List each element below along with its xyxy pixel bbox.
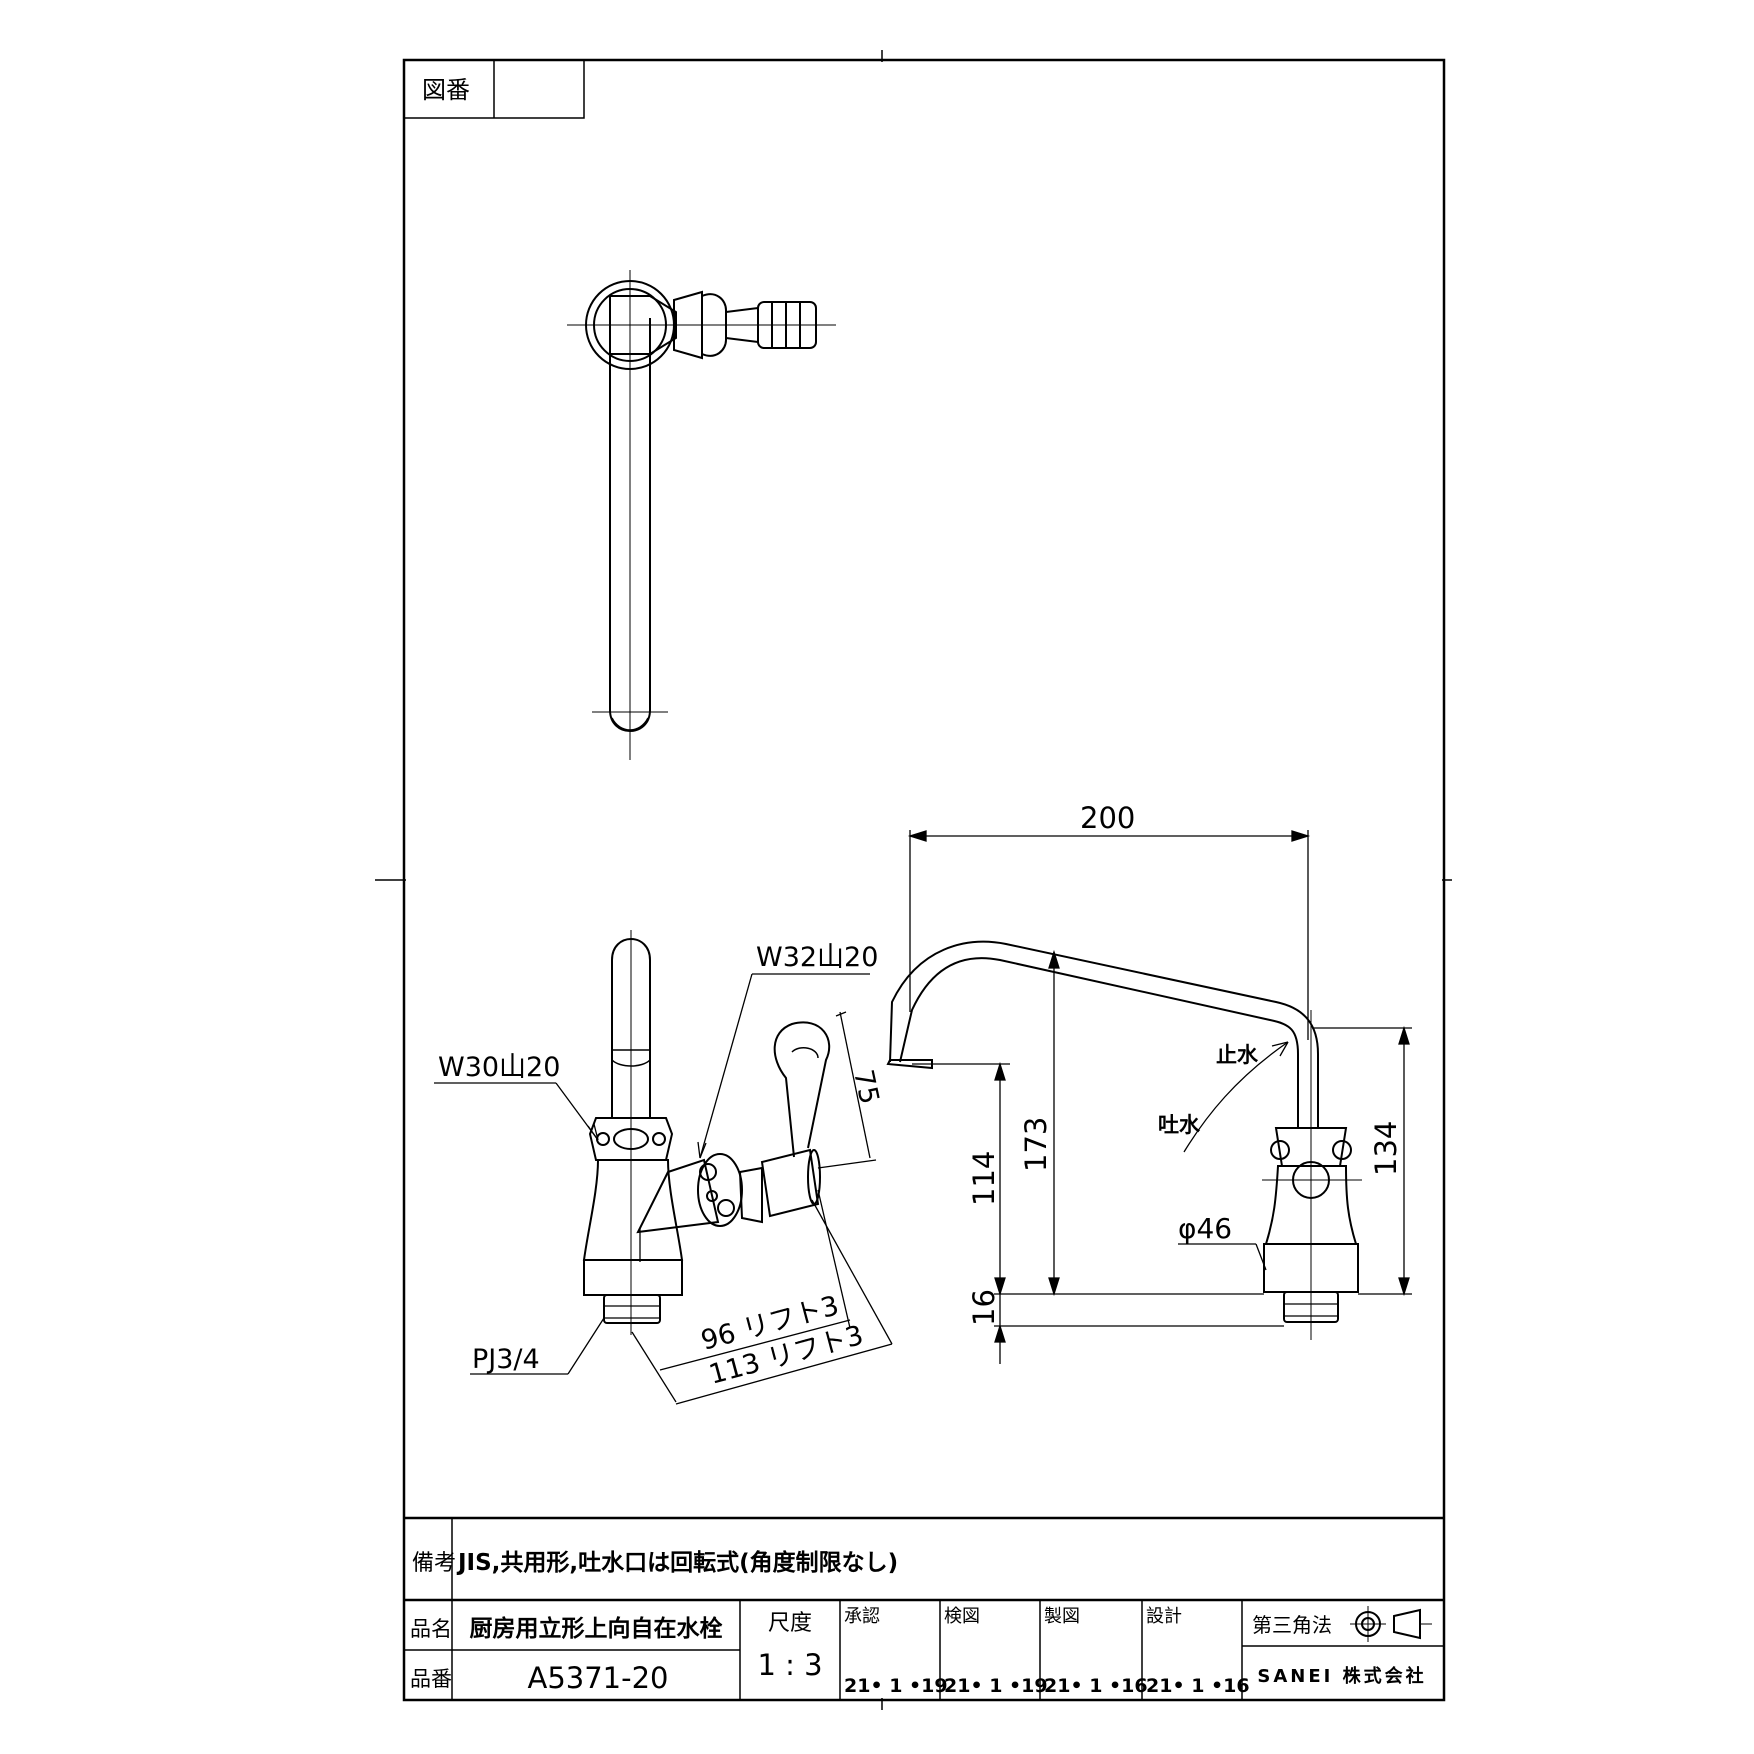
stop-label: 止水	[1216, 1043, 1259, 1067]
height-114-dimension: 114	[967, 1151, 1001, 1206]
height-173-dimension: 173	[1019, 1117, 1053, 1172]
approval-date-3: 21• 1 •16	[1146, 1675, 1250, 1697]
spout-reach-dimension: 200	[1080, 801, 1135, 835]
plan-view	[567, 270, 836, 760]
front-view	[886, 940, 1362, 1340]
side-view-dimensions	[434, 973, 893, 1405]
base-16-dimension: 16	[967, 1289, 1001, 1326]
pipe-thread-label: PJ3/4	[472, 1344, 540, 1375]
approval-label-1: 検図	[944, 1606, 980, 1627]
product-name-label: 品名	[410, 1617, 452, 1641]
side-view	[582, 930, 831, 1335]
product-number-label: 品番	[410, 1667, 452, 1691]
handle-thread-label: W32山20	[756, 942, 878, 973]
projection-label: 第三角法	[1252, 1613, 1332, 1637]
product-number: A5371-20	[527, 1661, 668, 1695]
remarks-text: JIS,共用形,吐水口は回転式(角度制限なし)	[456, 1549, 898, 1576]
scale-label: 尺度	[768, 1611, 812, 1636]
approval-date-2: 21• 1 •16	[1044, 1675, 1148, 1697]
discharge-label: 吐水	[1158, 1113, 1201, 1137]
drawing-frame	[375, 50, 1452, 1710]
drawing-number-label: 図番	[422, 76, 470, 104]
approval-date-0: 21• 1 •19	[844, 1675, 948, 1697]
height-134-dimension: 134	[1369, 1121, 1403, 1176]
third-angle-projection-icon	[1350, 1606, 1432, 1642]
title-block	[404, 1516, 1444, 1700]
approval-label-3: 設計	[1146, 1606, 1182, 1627]
handle-height-dimension: 75	[847, 1067, 884, 1107]
product-name: 厨房用立形上向自在水栓	[470, 1615, 723, 1642]
scale-value: 1 : 3	[757, 1648, 822, 1682]
approval-label-0: 承認	[844, 1606, 880, 1627]
front-view-dimensions	[907, 830, 1412, 1364]
remarks-label: 備考	[412, 1551, 456, 1576]
spout-thread-label: W30山20	[438, 1052, 560, 1083]
drawing-number-box: 図番	[403, 59, 585, 119]
diameter-label: φ46	[1178, 1212, 1232, 1245]
approval-label-2: 製図	[1044, 1606, 1080, 1627]
approval-date-1: 21• 1 •19	[944, 1675, 1048, 1697]
company-name: SANEI 株式会社	[1257, 1665, 1426, 1687]
